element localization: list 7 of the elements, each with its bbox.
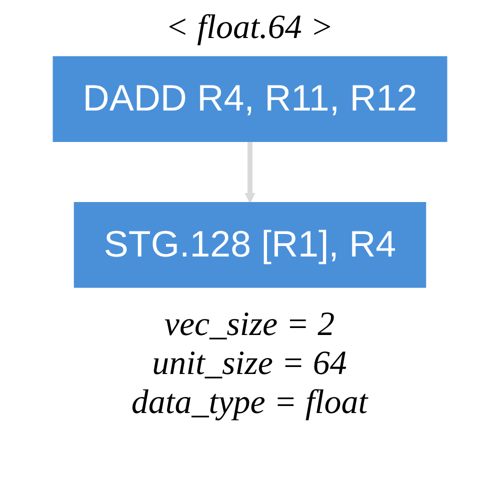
arrow [244, 141, 255, 204]
formula-text: vec_size = 2 [164, 305, 335, 344]
instruction-box: STG.128 [R1], R4 [73, 202, 426, 288]
formula-text: unit_size = 64 [152, 344, 347, 384]
instruction-box: DADD R4, R11, R12 [52, 56, 447, 142]
title: < float.64 > [166, 8, 334, 48]
formula-text: data_type = float [131, 383, 368, 422]
